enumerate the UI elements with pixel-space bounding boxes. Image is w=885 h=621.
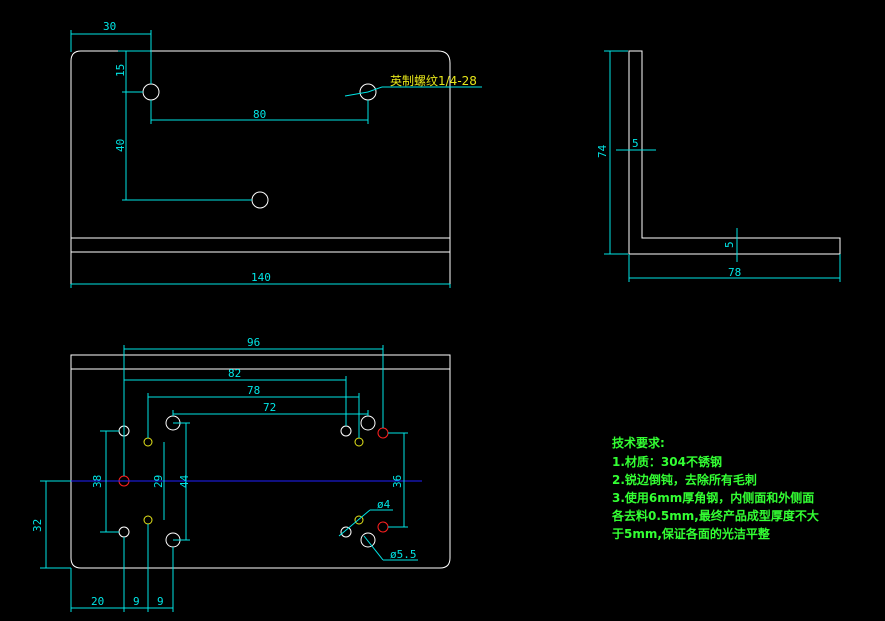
requirement-line-4: 各去料0.5mm,最终产品成型厚度不大 (611, 508, 819, 523)
bottom-hole (360, 532, 376, 548)
requirement-line-1: 1.材质：304不锈钢 (612, 454, 722, 469)
dim-5-base: 5 (723, 241, 736, 248)
bottom-view-dimensions (40, 345, 418, 612)
dim-32: 32 (31, 519, 44, 532)
bottom-hole-small (354, 515, 364, 525)
bottom-hole (340, 425, 352, 437)
dim-dia-4: ø4 (377, 498, 391, 511)
requirement-line-5: 于5mm,保证各面的光洁平整 (612, 526, 770, 541)
side-view (628, 50, 841, 255)
dim-74: 74 (596, 144, 609, 158)
bottom-hole-red (377, 427, 389, 439)
thread-note: 英制螺纹1/4-28 (390, 74, 477, 88)
bottom-hole-small (143, 515, 153, 525)
dim-30: 30 (103, 20, 116, 33)
top-hole-left (142, 83, 160, 101)
bottom-hole-small (143, 437, 153, 447)
dim-36: 36 (391, 475, 404, 488)
dim-82: 82 (228, 367, 241, 380)
bottom-view (70, 354, 451, 569)
dim-80: 80 (253, 108, 266, 121)
dim-140: 140 (251, 271, 271, 284)
dim-9-right: 9 (157, 595, 164, 608)
dim-38: 38 (91, 475, 104, 488)
dim-9-left: 9 (133, 595, 140, 608)
bottom-hole (360, 415, 376, 431)
dim-dia-5-5: ø5.5 (390, 548, 417, 561)
dim-96: 96 (247, 336, 260, 349)
dim-20: 20 (91, 595, 104, 608)
bottom-hole (118, 526, 130, 538)
top-view-dimensions (70, 30, 482, 288)
dim-5-wall: 5 (632, 137, 639, 150)
requirements-title: 技术要求: (612, 435, 665, 450)
top-hole-bottom (251, 191, 269, 209)
dim-40: 40 (114, 139, 127, 152)
bottom-view-outline (70, 354, 451, 569)
angle-profile (628, 50, 841, 255)
dim-44: 44 (178, 474, 191, 488)
dim-29: 29 (152, 475, 165, 488)
bottom-hole-red (377, 521, 389, 533)
dim-15: 15 (114, 64, 127, 77)
dim-78: 78 (247, 384, 260, 397)
bottom-hole (340, 526, 352, 538)
side-view-dimensions (604, 50, 841, 282)
dim-72: 72 (263, 401, 276, 414)
requirement-line-3: 3.使用6mm厚角钢，内侧面和外侧面 (612, 490, 814, 505)
bottom-hole-small (354, 437, 364, 447)
requirement-line-2: 2.锐边倒钝，去除所有毛刺 (612, 472, 757, 487)
technical-requirements: 技术要求: 1.材质：304不锈钢 2.锐边倒钝，去除所有毛刺 3.使用6mm厚… (611, 435, 819, 541)
dim-78-side: 78 (728, 266, 741, 279)
